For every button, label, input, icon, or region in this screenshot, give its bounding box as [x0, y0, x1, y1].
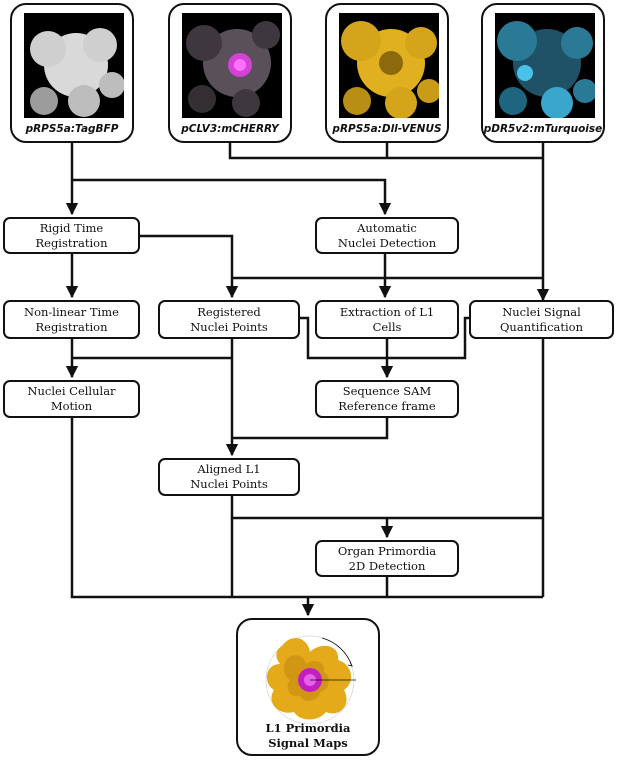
non-linear-time-registration-box: Non-linear Time Registration [3, 300, 140, 339]
venus-image [339, 13, 439, 118]
mturquoise-image [495, 13, 595, 118]
signal-map-image [252, 628, 368, 724]
nuclei-signal-quantification-box: Nuclei Signal Quantification [469, 300, 614, 339]
signal-maps-label: L1 Primordia Signal Maps [265, 721, 351, 750]
rigid-time-registration-box: Rigid Time Registration [3, 217, 140, 254]
mturquoise-caption: pDR5v2:mTurquoise [483, 123, 603, 135]
sequence-sam-reference-frame-box: Sequence SAM Reference frame [315, 380, 459, 418]
venus-caption: pRPS5a:Dll-VENUS [332, 123, 442, 135]
mcherry-caption: pCLV3:mCHERRY [181, 123, 279, 135]
automatic-nuclei-detection-box: Automatic Nuclei Detection [315, 217, 459, 254]
aligned-l1-nuclei-points-box: Aligned L1 Nuclei Points [158, 458, 300, 496]
mcherry-image [182, 13, 282, 118]
registered-nuclei-points-box: Registered Nuclei Points [158, 300, 300, 339]
l1-primordia-signal-maps-card: L1 Primordia Signal Maps [236, 618, 380, 756]
image-card-venus: pRPS5a:Dll-VENUS [325, 3, 449, 143]
image-card-mcherry: pCLV3:mCHERRY [168, 3, 292, 143]
image-card-tagbfp: pRPS5a:TagBFP [10, 3, 134, 143]
nuclei-cellular-motion-box: Nuclei Cellular Motion [3, 380, 140, 418]
organ-primordia-2d-detection-box: Organ Primordia 2D Detection [315, 540, 459, 577]
extraction-of-l1-cells-box: Extraction of L1 Cells [315, 300, 459, 339]
tagbfp-caption: pRPS5a:TagBFP [25, 123, 119, 135]
tagbfp-image [24, 13, 124, 118]
image-card-mturquoise: pDR5v2:mTurquoise [481, 3, 605, 143]
